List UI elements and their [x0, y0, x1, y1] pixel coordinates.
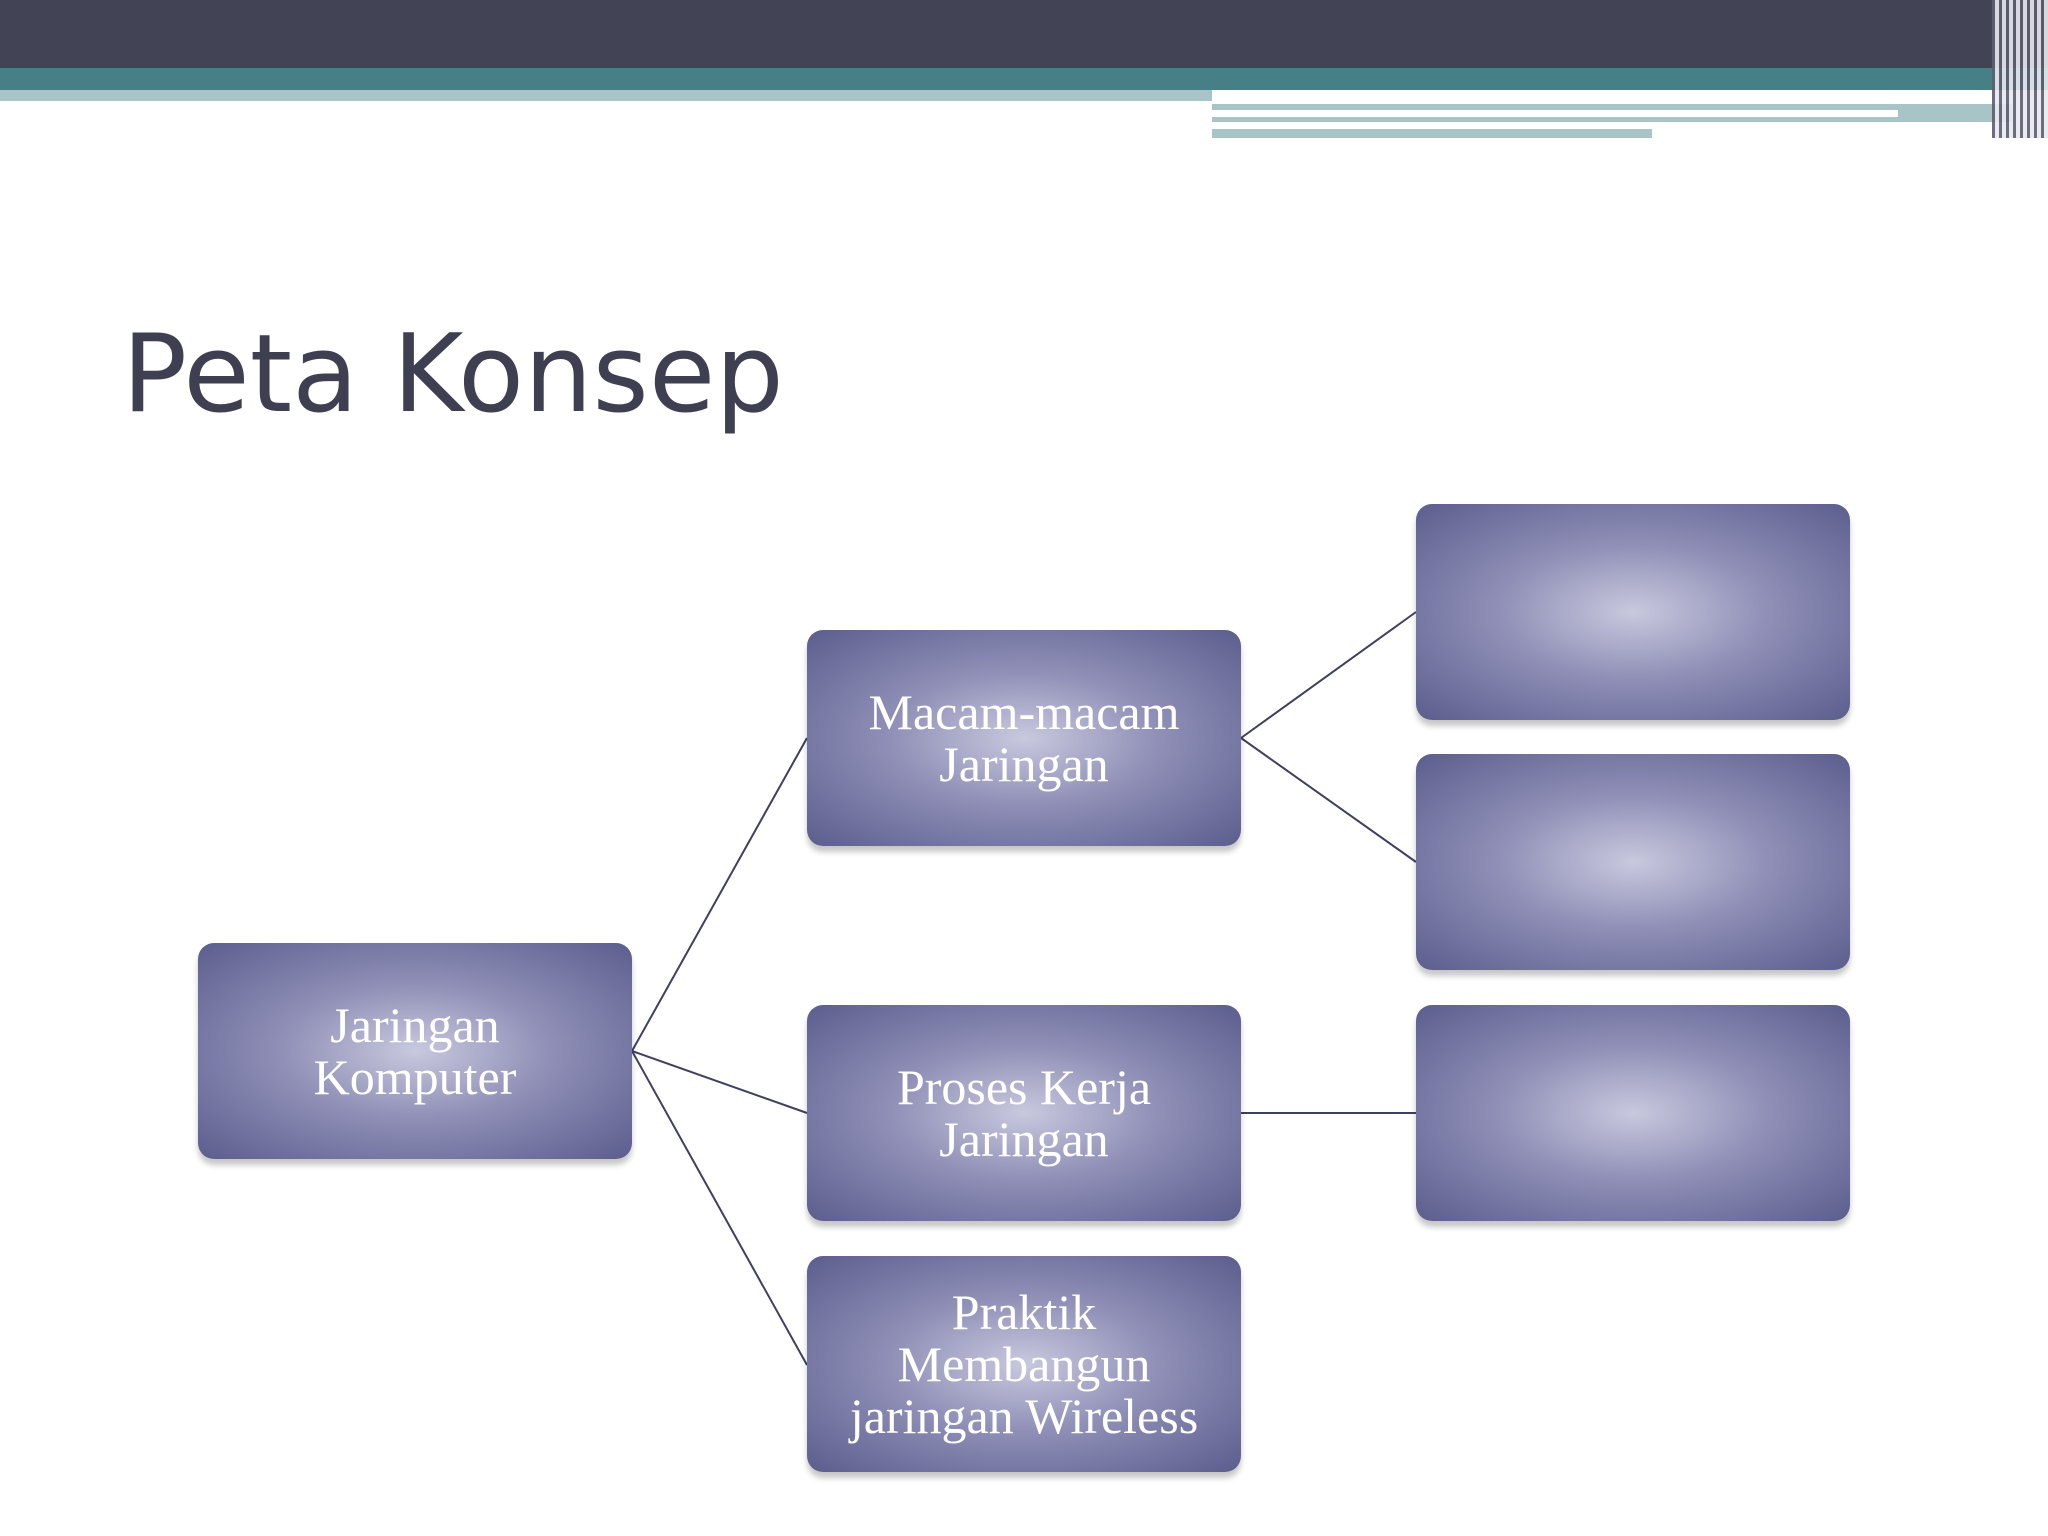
node-label: Praktik Membangun jaringan Wireless [849, 1284, 1199, 1444]
node-praktik-membangun-jaringan-wireless: Praktik Membangun jaringan Wireless [807, 1256, 1241, 1472]
node-empty-leaf-3 [1416, 1005, 1850, 1221]
connector-macam-leaf-1 [1240, 611, 1417, 739]
connector-root-praktik [631, 1050, 808, 1366]
header-stripe [1212, 122, 2012, 129]
node-label: Jaringan Komputer [313, 997, 517, 1105]
node-jaringan-komputer: Jaringan Komputer [198, 943, 632, 1159]
header-teal-bar [0, 68, 2048, 90]
connector-macam-leaf-2 [1240, 737, 1417, 863]
slide-title: Peta Konsep [122, 312, 784, 437]
header-stripe [1652, 129, 2012, 138]
node-empty-leaf-1 [1416, 504, 1850, 720]
connector-root-macam [631, 737, 808, 1052]
header-dark-bar [0, 0, 2048, 68]
node-label: Proses Kerja Jaringan [896, 1059, 1152, 1167]
header-stripe [1212, 110, 1898, 117]
connector-root-proses [631, 1050, 808, 1114]
node-macam-macam-jaringan: Macam-macam Jaringan [807, 630, 1241, 846]
header-edge-lines [1992, 0, 2048, 138]
node-empty-leaf-2 [1416, 754, 1850, 970]
node-proses-kerja-jaringan: Proses Kerja Jaringan [807, 1005, 1241, 1221]
header-light-bar [0, 90, 1212, 101]
node-label: Macam-macam Jaringan [868, 684, 1180, 792]
